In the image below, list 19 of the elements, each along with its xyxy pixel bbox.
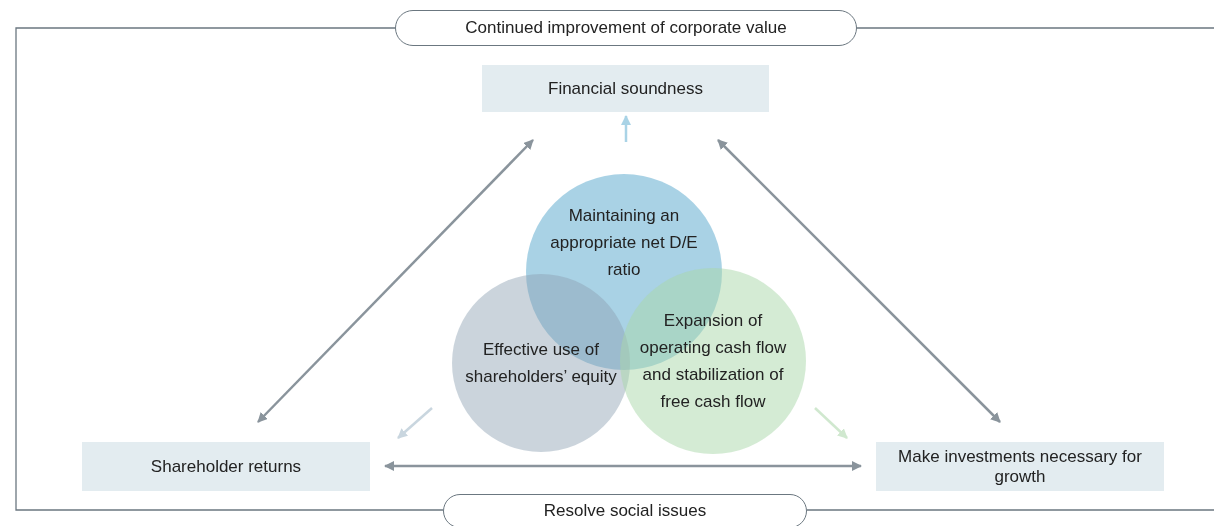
arrow	[257, 139, 534, 423]
base-pill	[443, 494, 807, 526]
circle-text: Expansion of operating cash flow and stabilization of free cash flow	[638, 310, 788, 413]
node-label: Make investments necessary for growth	[897, 446, 1143, 487]
circle-text: Effective use of shareholders’ equity	[464, 339, 618, 388]
arrow	[397, 407, 433, 439]
title-pill	[395, 10, 857, 46]
arrow	[621, 115, 631, 142]
arrow	[814, 407, 848, 439]
arrow	[717, 139, 1001, 423]
node-label: Shareholder returns	[150, 455, 302, 478]
node-label: Financial soundness	[548, 77, 703, 100]
node-label: Continued improvement of corporate value	[465, 17, 787, 39]
circle-text: Maintaining an appropriate net D/E ratio	[549, 204, 699, 281]
goal-box	[82, 442, 370, 491]
goal-box	[482, 65, 769, 112]
node-label: Resolve social issues	[543, 500, 707, 522]
arrow	[384, 461, 862, 471]
goal-box	[876, 442, 1164, 491]
